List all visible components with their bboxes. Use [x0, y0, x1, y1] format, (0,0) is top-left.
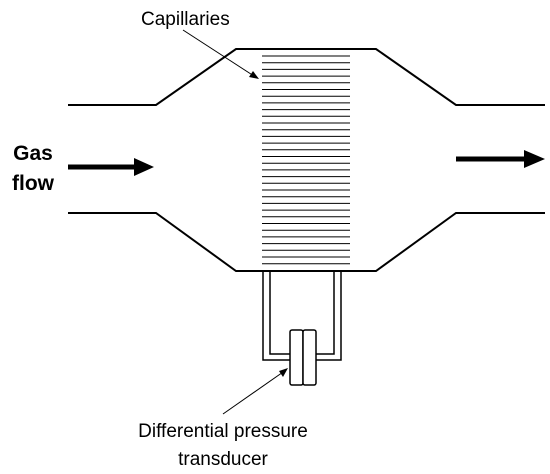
gas-flow-label-line2: flow: [12, 172, 55, 195]
gas-flow-label-line1: Gas: [13, 142, 53, 165]
pressure-tap-tubes: [262, 271, 342, 361]
transducer-left-half: [289, 329, 304, 386]
body-outline-top: [68, 48, 545, 106]
capillaries-pointer-head: [249, 71, 259, 79]
transducer-label-line2: transducer: [178, 449, 268, 470]
transducer-pointer-line: [222, 369, 287, 415]
capillary-bundle: [262, 55, 350, 265]
transducer-right-half: [302, 329, 317, 386]
transducer-pointer-head: [279, 368, 288, 377]
inlet-arrow-head: [134, 158, 154, 176]
transducer-label-line1: Differential pressure: [138, 421, 308, 442]
capillaries-label: Capillaries: [141, 9, 230, 30]
body-outline-bottom: [68, 212, 545, 272]
outlet-arrow-head: [524, 150, 545, 168]
capillaries-pointer-line: [182, 29, 258, 79]
